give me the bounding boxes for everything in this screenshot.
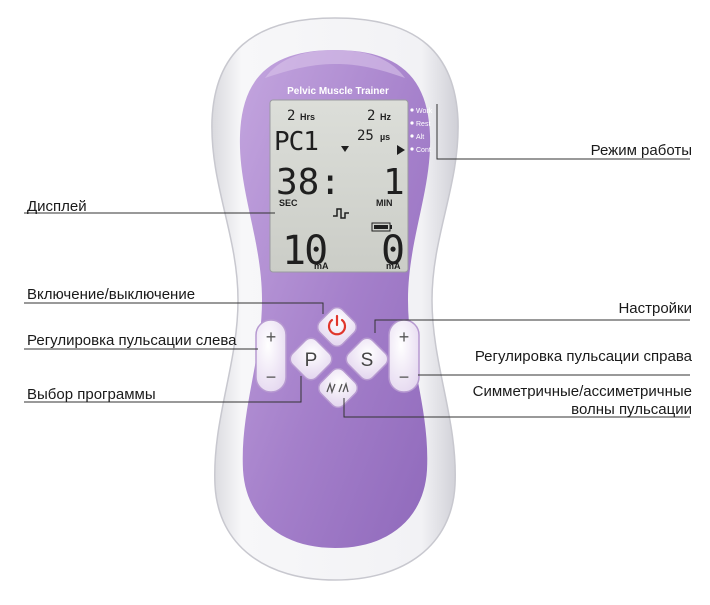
lcd-sec-label: SEC [279, 198, 298, 208]
left-minus-button[interactable]: − [266, 367, 277, 387]
lcd-program: PC1 [274, 127, 318, 157]
mode-list: Work Rest Alt Cont [410, 108, 433, 154]
lcd-mode-arrow-icon [397, 145, 405, 155]
label-program-select: Выбор программы [27, 386, 156, 403]
left-plus-button[interactable]: + [266, 327, 277, 347]
lcd-right-intensity: 0 [381, 228, 405, 274]
lcd-right-unit: mA [386, 261, 401, 271]
wave-icon [326, 381, 349, 395]
lcd-waveform-icon [333, 208, 349, 219]
label-pulse-right: Регулировка пульсации справа [474, 348, 692, 365]
lcd-freq-value: 2 [367, 108, 375, 124]
label-pulse-left: Регулировка пульсации слева [27, 332, 237, 349]
mode-work: Work [416, 108, 433, 115]
wave-button[interactable] [315, 365, 360, 410]
lcd-timer-seconds: 38: [276, 162, 341, 203]
label-wave-line1: Симметричные/ассиметричные [472, 383, 692, 400]
lcd-display [269, 99, 409, 273]
label-settings: Настройки [618, 300, 692, 317]
label-mode: Режим работы [590, 142, 692, 159]
lcd-battery-icon [371, 222, 392, 232]
lcd-freq-unit: Hz [380, 112, 391, 122]
lcd-width-value: 25 [357, 128, 374, 144]
mode-cont: Cont [416, 147, 431, 154]
lcd-hours-unit: Hrs [300, 112, 315, 122]
left-intensity-pill: + − [255, 319, 287, 393]
label-display: Дисплей [27, 198, 87, 215]
lcd-left-intensity: 10 [282, 228, 326, 274]
settings-label: S [361, 350, 374, 371]
lcd-timer-minutes: 1 [383, 162, 405, 203]
lcd-width-unit: µs [380, 132, 390, 142]
program-label: P [305, 350, 318, 371]
lcd-min-label: MIN [376, 198, 393, 208]
label-power: Включение/выключение [27, 286, 196, 303]
power-icon [327, 314, 347, 336]
mode-rest: Rest [416, 121, 430, 128]
lcd-small-arrow-icon [341, 146, 349, 152]
lcd-hours-value: 2 [287, 108, 295, 124]
program-button[interactable]: P [287, 335, 335, 383]
power-button[interactable] [314, 304, 359, 349]
label-wave-line2: волны пульсации [571, 401, 692, 418]
right-minus-button[interactable]: − [399, 367, 410, 387]
settings-button[interactable]: S [343, 335, 391, 383]
right-plus-button[interactable]: + [399, 327, 410, 347]
leader-lines [24, 104, 690, 418]
lcd-left-unit: mA [314, 261, 329, 271]
device-title: Pelvic Muscle Trainer [287, 86, 389, 97]
right-intensity-pill: + − [388, 319, 420, 393]
mode-alt: Alt [416, 134, 424, 141]
